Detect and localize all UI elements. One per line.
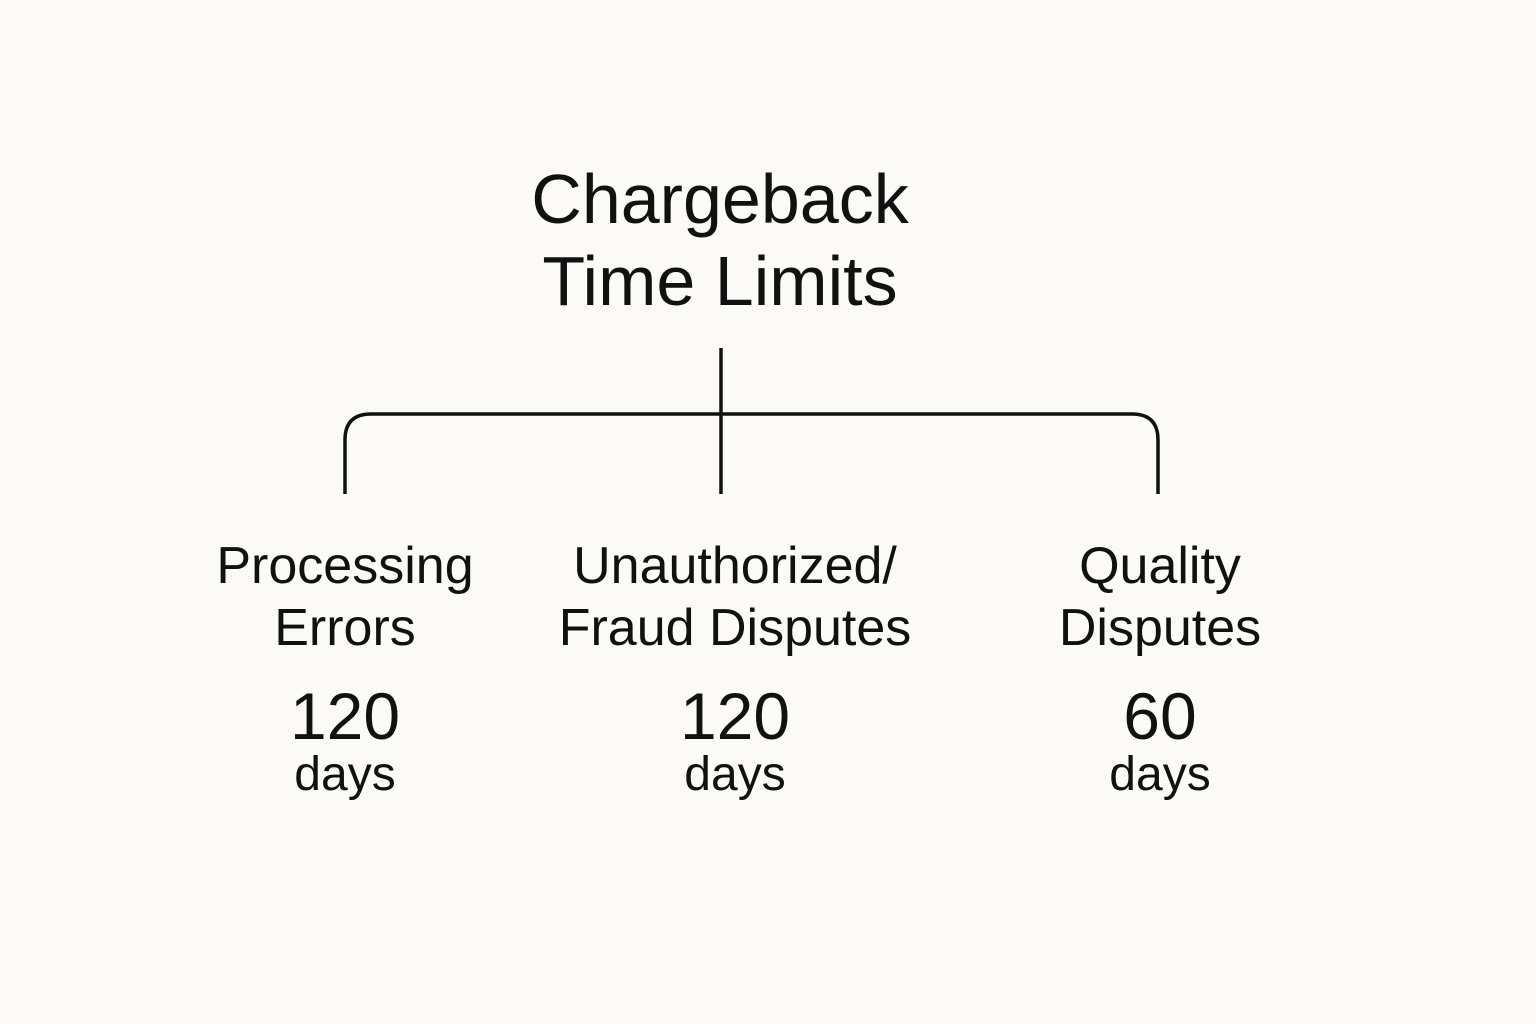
branch-value: 60 <box>1123 679 1197 753</box>
diagram-title: Chargeback Time Limits <box>420 158 1020 322</box>
branch-label-line-2: Disputes <box>1058 599 1262 657</box>
branch-processing-errors: Processing Errors 120 days <box>150 535 540 803</box>
branch-label: Quality Disputes <box>990 535 1330 659</box>
branch-value: 120 <box>679 679 791 753</box>
branch-unit: days <box>684 748 786 801</box>
branch-label-line-1: Unauthorized/ <box>573 537 897 595</box>
branch-label: Unauthorized/ Fraud Disputes <box>520 535 950 659</box>
branch-label-line-1: Quality <box>1079 537 1241 595</box>
branch-label-line-1: Processing <box>216 537 474 595</box>
branch-unit: days <box>1109 748 1211 801</box>
title-line-2: Time Limits <box>542 242 898 320</box>
branch-bar <box>343 412 1160 494</box>
branch-label-line-2: Fraud Disputes <box>558 599 912 657</box>
branch-unit: days <box>294 748 396 801</box>
branch-unauthorized-fraud: Unauthorized/ Fraud Disputes 120 days <box>520 535 950 803</box>
branch-label-line-2: Errors <box>274 599 416 657</box>
title-line-1: Chargeback <box>531 160 909 238</box>
branch-quality-disputes: Quality Disputes 60 days <box>990 535 1330 803</box>
branch-label: Processing Errors <box>150 535 540 659</box>
branch-value: 120 <box>289 679 401 753</box>
